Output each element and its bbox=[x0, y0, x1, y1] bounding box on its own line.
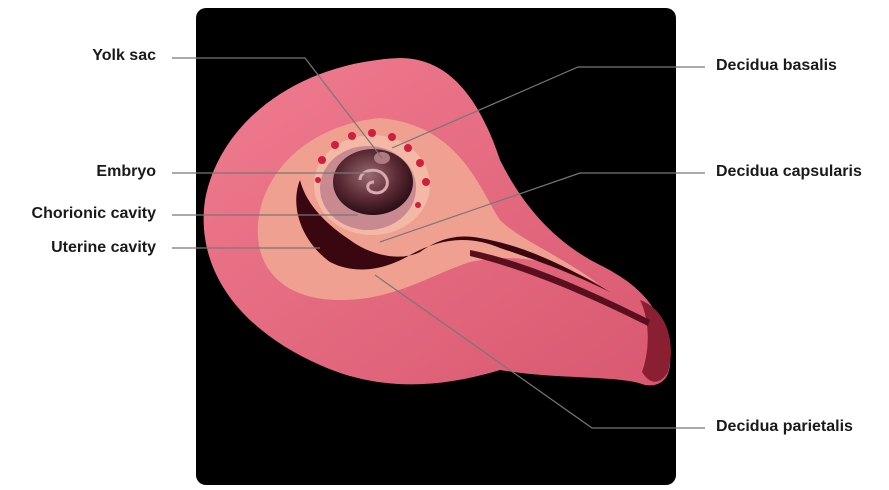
label-chorionic-cavity: Chorionic cavity bbox=[32, 204, 156, 224]
label-decidua-parietalis: Decidua parietalis bbox=[716, 417, 853, 437]
label-embryo: Embryo bbox=[96, 162, 156, 182]
label-yolk-sac: Yolk sac bbox=[92, 46, 156, 66]
label-decidua-basalis: Decidua basalis bbox=[716, 56, 837, 76]
label-decidua-capsularis: Decidua capsularis bbox=[716, 162, 862, 182]
label-uterine-cavity: Uterine cavity bbox=[51, 238, 156, 258]
